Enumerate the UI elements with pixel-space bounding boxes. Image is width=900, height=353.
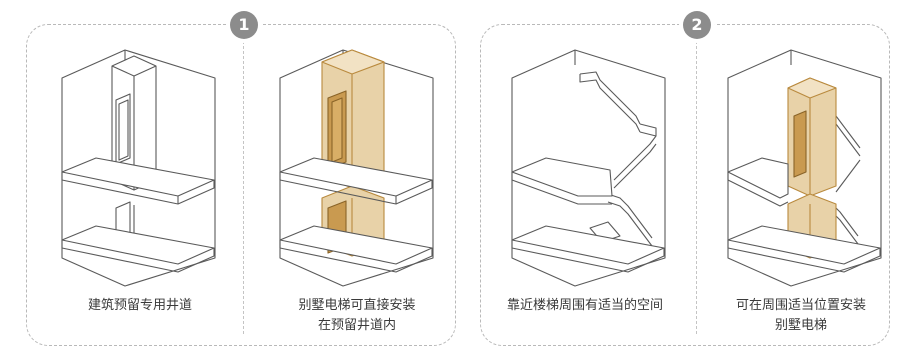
floor-slab-1 [61,157,215,273]
caption-panel-4: 可在周围适当位置安装 别墅电梯 [696,296,900,336]
caption-panel-2: 别墅电梯可直接安装 在预留井道内 [252,296,462,336]
step-badge-1: 1 [230,11,258,39]
caption-line: 别墅电梯 [774,318,827,333]
elevator-car-4 [787,77,837,259]
caption-line: 可在周围适当位置安装 [735,298,866,313]
floor-slab-4 [727,157,881,273]
caption-line: 别墅电梯可直接安装 [298,298,416,313]
staircase-3 [579,71,657,247]
floor-slab-3 [511,157,665,273]
caption-panel-3: 靠近楼梯周围有适当的空间 [480,296,690,316]
panel-divider-1 [243,36,244,334]
caption-panel-1: 建筑预留专用井道 [35,296,245,316]
panel-divider-2 [696,36,697,334]
floor-slab-2 [279,157,433,273]
caption-line: 在预留井道内 [317,318,396,333]
elevator-car-2 [321,49,385,257]
caption-line: 靠近楼梯周围有适当的空间 [506,298,663,313]
step-badge-2: 2 [683,11,711,39]
caption-line: 建筑预留专用井道 [87,298,192,313]
